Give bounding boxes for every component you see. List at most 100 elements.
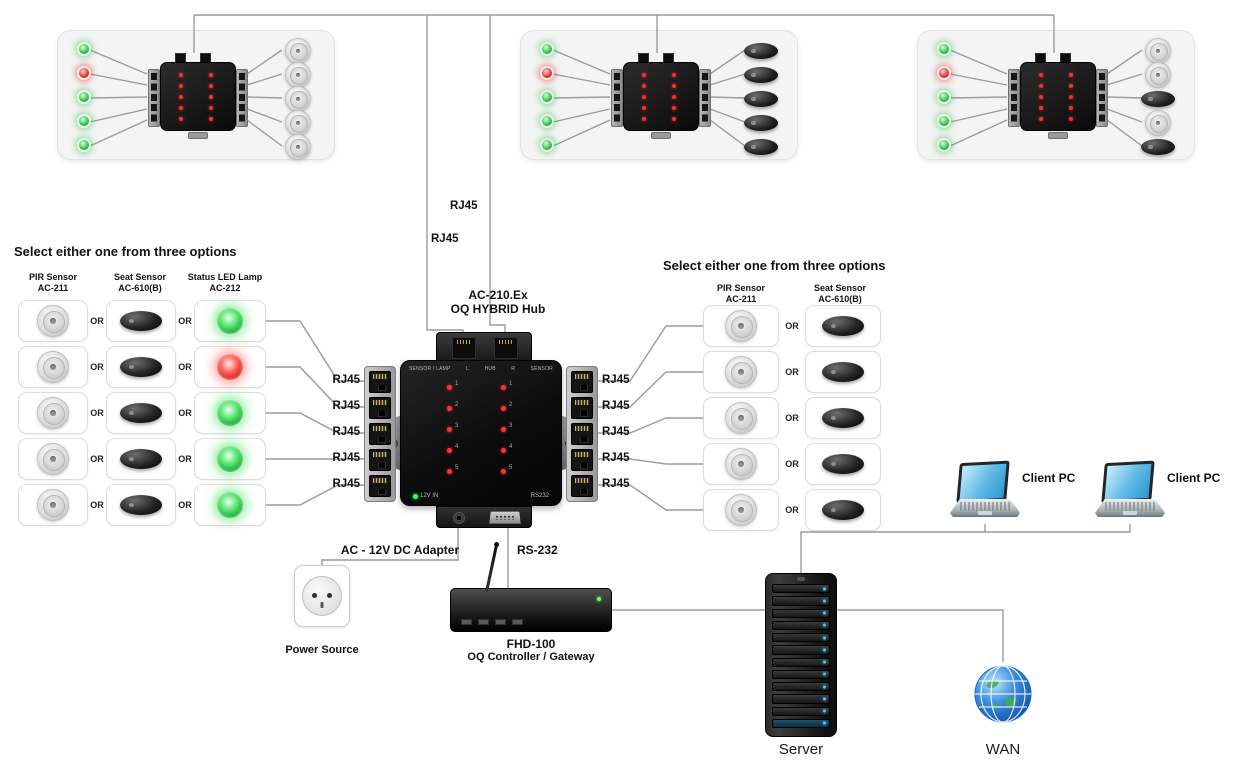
status-lamp-green (217, 492, 243, 518)
power-source-label: Power Source (285, 644, 359, 656)
seat-sensor-icon (822, 500, 864, 520)
server-slat-icon (772, 682, 830, 692)
hub-top-ports (436, 332, 532, 362)
or-label: OR (178, 362, 192, 372)
led-dot-icon (642, 84, 646, 88)
or-label: OR (785, 367, 799, 377)
serial-port-icon (651, 132, 671, 139)
laptop-keyboard-icon (1095, 499, 1165, 517)
led-dot-icon (672, 73, 676, 77)
zone-led-green (540, 138, 554, 152)
connector-line (709, 49, 746, 75)
zone-led-green (540, 90, 554, 104)
pir-sensor-icon (37, 351, 69, 383)
gateway-ports (461, 619, 523, 625)
led-dot-icon (642, 95, 646, 99)
pir-option-cell (703, 443, 779, 485)
zone-led-green (77, 138, 91, 152)
connector-line (598, 484, 703, 511)
connector-line (1106, 73, 1143, 86)
or-label: OR (785, 413, 799, 423)
power-in-text: 12V IN (420, 493, 439, 499)
zone-hub-device (611, 53, 711, 139)
dc-power-jack-icon (453, 512, 465, 524)
connector-line (89, 96, 148, 99)
channel-number: 2 (455, 402, 459, 408)
seat-sensor-icon (120, 311, 162, 331)
laptop-display-icon (1104, 463, 1152, 501)
option-row: OR (703, 443, 881, 485)
terminal-block-icon (699, 69, 711, 127)
status-led-icon (597, 597, 601, 601)
server-slat-icon (772, 608, 830, 618)
seat-option-cell (805, 489, 881, 531)
hub-header-r: R (511, 366, 516, 372)
connector-line (552, 119, 611, 147)
or-label: OR (90, 316, 104, 326)
pir-sensor-icon (285, 86, 311, 112)
cable-label-rj45: RJ45 (450, 200, 478, 212)
or-label: OR (785, 321, 799, 331)
power-outlet (294, 565, 350, 627)
zone-led-green (937, 138, 951, 152)
seat-sensor-icon (744, 91, 778, 107)
led-dot-icon (672, 84, 676, 88)
pir-sensor-icon (1145, 110, 1171, 136)
power-in-indicator: 12V IN (413, 493, 438, 499)
led-dot-icon (642, 73, 646, 77)
column-title: PIR Sensor (716, 283, 765, 293)
led-dot-icon (672, 95, 676, 99)
led-dot-icon (209, 73, 213, 77)
column-model: AC-212 (209, 282, 241, 293)
connector-line (837, 609, 1004, 662)
power-led-icon (413, 493, 418, 499)
channel-led-icon (501, 448, 506, 453)
zone-hub-device (1008, 53, 1108, 139)
connector-line (949, 119, 1008, 147)
zone-led-green (937, 114, 951, 128)
hub-panel-header: SENSOR / LAMP L HUB R SENSOR (409, 366, 553, 372)
pir-option-cell (18, 392, 88, 434)
cable-label-rj45: RJ45 (602, 478, 630, 490)
channel-number: 2 (509, 402, 513, 408)
zone-control-panel (917, 30, 1195, 160)
connector-line (598, 371, 703, 408)
laptop-screen-icon (956, 460, 1010, 504)
rj45-jack-icon (571, 371, 593, 393)
connector-line (598, 458, 703, 465)
seat-option-cell (106, 392, 176, 434)
led-dot-icon (1039, 95, 1043, 99)
channel-number: 3 (509, 423, 513, 429)
channel-number: 5 (509, 465, 513, 471)
controller-type-label: OQ Controller / Gateway (467, 651, 595, 663)
seat-sensor-icon (744, 67, 778, 83)
connector-line (246, 119, 283, 147)
server-slat-icon (772, 694, 830, 704)
led-dot-icon (642, 106, 646, 110)
zone-led-green (937, 90, 951, 104)
column-model: AC-610(B) (118, 282, 162, 293)
seat-sensor-icon (120, 357, 162, 377)
status-lamp-green (217, 308, 243, 334)
seat-option-cell (805, 397, 881, 439)
seat-sensor-icon (822, 362, 864, 382)
zone-led-green (540, 114, 554, 128)
led-dot-icon (642, 117, 646, 121)
connector-line (1106, 119, 1143, 147)
oq-hybrid-hub-device: SENSOR / LAMP L HUB R SENSOR 12V IN RS23… (400, 360, 562, 506)
server-label: Server (778, 741, 824, 758)
hub-label: AC-210.Ex OQ HYBRID Hub (418, 288, 578, 316)
hub-model-text: AC-210.Ex (468, 288, 528, 302)
left-rj45-jacks (364, 366, 396, 502)
seat-sensor-icon (744, 139, 778, 155)
seat-sensor-icon (744, 43, 778, 59)
connector-line (709, 108, 746, 123)
zone-hub-device (148, 53, 248, 139)
column-model: AC-211 (725, 293, 757, 304)
connector-line (949, 49, 1008, 75)
rs232-port-icon (489, 511, 521, 524)
channel-led-icon (501, 385, 506, 390)
